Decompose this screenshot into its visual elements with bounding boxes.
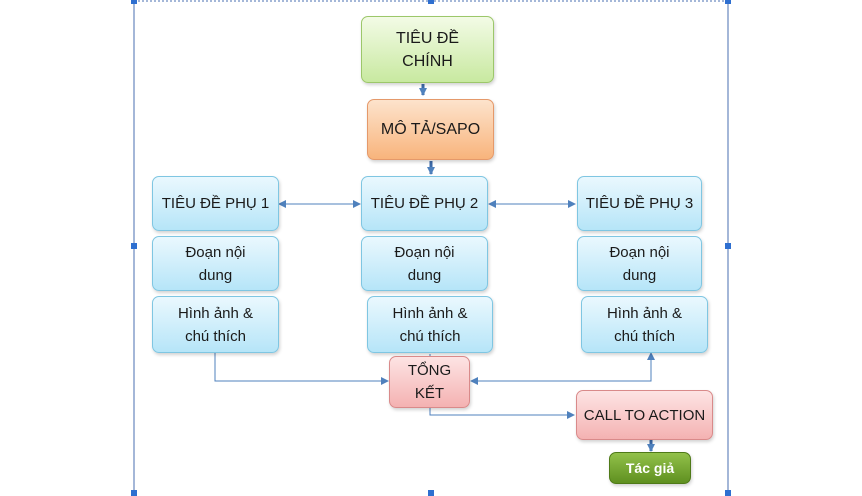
summary-box[interactable]: TỔNG KẾT <box>389 356 470 408</box>
content-3-box[interactable]: Đoạn nội dung <box>577 236 702 291</box>
call-to-action-box[interactable]: CALL TO ACTION <box>576 390 713 440</box>
subtitle-1-box[interactable]: TIÊU ĐỀ PHỤ 1 <box>152 176 279 231</box>
selection-handle-top-left[interactable] <box>131 0 137 4</box>
selection-handle-top-right[interactable] <box>725 0 731 4</box>
subtitle-3-box[interactable]: TIÊU ĐỀ PHỤ 3 <box>577 176 702 231</box>
subtitle-2-box[interactable]: TIÊU ĐỀ PHỤ 2 <box>361 176 488 231</box>
content-2-box[interactable]: Đoạn nội dung <box>361 236 488 291</box>
image-caption-2-box[interactable]: Hình ảnh & chú thích <box>367 296 493 353</box>
author-box[interactable]: Tác giả <box>609 452 691 484</box>
description-box[interactable]: MÔ TẢ/SAPO <box>367 99 494 160</box>
content-1-box[interactable]: Đoạn nội dung <box>152 236 279 291</box>
connector-image1-to-summary <box>214 353 389 385</box>
connector-summary-to-cta <box>429 408 575 419</box>
selection-handle-middle-right[interactable] <box>725 243 731 249</box>
selection-handle-bottom-center[interactable] <box>428 490 434 496</box>
selection-handle-middle-left[interactable] <box>131 243 137 249</box>
selection-handle-bottom-left[interactable] <box>131 490 137 496</box>
selection-handle-bottom-right[interactable] <box>725 490 731 496</box>
image-caption-1-box[interactable]: Hình ảnh & chú thích <box>152 296 279 353</box>
connector-summary-to-image3 <box>470 352 655 385</box>
main-title-box[interactable]: TIÊU ĐỀ CHÍNH <box>361 16 494 83</box>
image-caption-3-box[interactable]: Hình ảnh & chú thích <box>581 296 708 353</box>
selection-handle-top-center[interactable] <box>428 0 434 4</box>
